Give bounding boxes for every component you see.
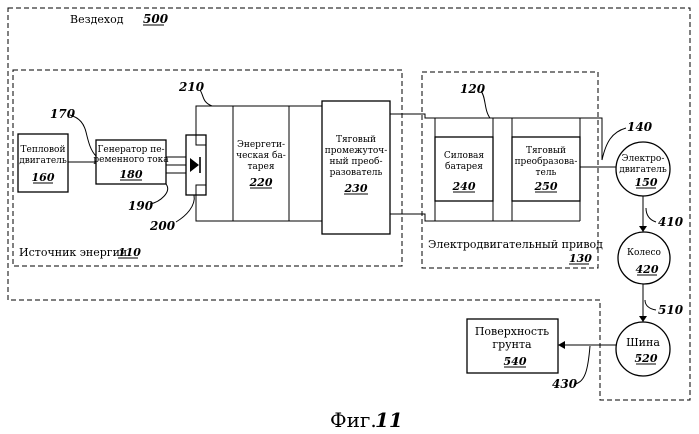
svg-text:410: 410: [658, 215, 684, 229]
traction-mid-label-1: Тяговый: [336, 135, 376, 145]
electric-drive-label: Электродвигательный привод: [428, 238, 603, 251]
svg-text:430: 430: [552, 377, 578, 391]
leader-190: 190: [128, 184, 168, 213]
energy-source-label: Источник энергии: [19, 246, 127, 259]
caption-number: 11: [375, 408, 403, 432]
wheel-label: Колесо: [627, 248, 661, 258]
caption-prefix: Фиг.: [330, 408, 377, 432]
svg-text:190: 190: [128, 199, 154, 213]
leader-120: 120: [460, 82, 490, 118]
heat-engine-ref: 160: [32, 171, 55, 184]
ground-ref: 540: [504, 355, 527, 368]
generator-label-1: Генератор пе-: [97, 145, 164, 155]
vehicle-ref: 500: [143, 12, 169, 26]
wheel-circle: [618, 232, 670, 284]
heat-engine-label-2: двигатель: [19, 156, 67, 166]
figure-caption: Фиг. 11: [330, 408, 403, 432]
svg-text:140: 140: [627, 120, 653, 134]
traction-mid-label-3: ный преоб-: [330, 156, 383, 167]
leader-410: 410: [646, 208, 684, 229]
power-battery-ref: 240: [452, 180, 476, 193]
tire-label: Шина: [626, 336, 660, 349]
generator-ref: 180: [120, 168, 143, 181]
traction-converter-ref: 250: [534, 180, 558, 193]
svg-text:200: 200: [149, 219, 176, 233]
wheel-ref: 420: [636, 263, 659, 276]
leader-200: 200: [149, 195, 194, 233]
traction-mid-label-2: промежуточ-: [325, 146, 387, 156]
traction-mid-ref: 230: [344, 182, 368, 195]
power-battery-label-1: Силовая: [444, 151, 484, 161]
energy-battery-ref: 220: [249, 176, 273, 189]
svg-text:170: 170: [50, 107, 76, 121]
power-battery-label-2: батарея: [445, 161, 483, 172]
svg-text:510: 510: [658, 303, 684, 317]
heat-engine-label-1: Тепловой: [21, 145, 66, 155]
traction-converter-label-1: Тяговый: [526, 146, 566, 156]
energy-source-ref: 110: [118, 246, 141, 259]
leader-510: 510: [645, 300, 684, 317]
motor-label-2: двигатель: [619, 165, 667, 175]
tire-ref: 520: [635, 352, 658, 365]
energy-battery-label-2: ческая ба-: [236, 150, 286, 161]
traction-mid-label-4: разователь: [330, 168, 383, 178]
generator-label-2: ременного тока: [93, 155, 169, 165]
energy-battery-label-3: тарея: [247, 162, 274, 172]
ground-label-1: Поверхность: [475, 325, 549, 338]
tire-circle: [616, 322, 670, 376]
motor-label-1: Электро-: [622, 154, 665, 164]
electric-drive-ref: 130: [569, 252, 592, 265]
traction-converter-label-3: тель: [536, 168, 557, 178]
energy-battery-label-1: Энергети-: [237, 140, 285, 150]
traction-converter-label-2: преобразова-: [515, 156, 578, 167]
vehicle-title: Вездеход: [70, 13, 124, 26]
ground-label-2: грунта: [492, 338, 532, 351]
motor-ref: 150: [635, 176, 658, 189]
svg-text:120: 120: [460, 82, 486, 96]
leader-210: 210: [178, 80, 212, 106]
